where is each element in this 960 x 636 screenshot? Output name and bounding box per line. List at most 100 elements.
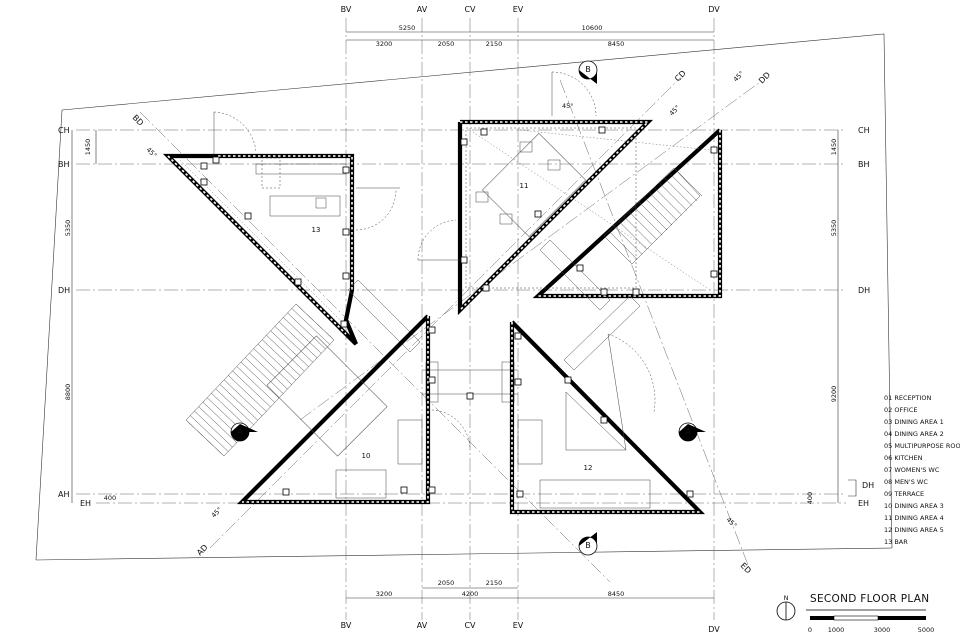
stair-tread bbox=[274, 326, 314, 363]
column bbox=[600, 288, 608, 296]
column bbox=[482, 284, 490, 292]
stair-tread bbox=[648, 192, 678, 221]
dim-bottom-4200: 4200 bbox=[462, 590, 479, 598]
stair-tread bbox=[283, 317, 322, 354]
column bbox=[460, 256, 468, 264]
column bbox=[294, 278, 302, 286]
column bbox=[632, 288, 640, 296]
legend-item: 11 DINING AREA 4 bbox=[884, 514, 944, 522]
scale-label-5000: 5000 bbox=[918, 626, 935, 634]
grid-label-dh-right: DH bbox=[858, 286, 870, 295]
legend-item: 09 TERRACE bbox=[884, 490, 924, 498]
grid-label-bh-left: BH bbox=[58, 160, 70, 169]
section-marker-a-left: A bbox=[230, 422, 258, 442]
column bbox=[480, 128, 488, 136]
stair-tread bbox=[249, 352, 288, 390]
column bbox=[212, 156, 220, 164]
stair-tread bbox=[266, 335, 305, 372]
section-label-b-bottom: B bbox=[585, 541, 591, 550]
stair-tread bbox=[245, 357, 284, 394]
dim-left-8800: 8800 bbox=[64, 384, 72, 401]
grid-label-av-top: AV bbox=[417, 5, 428, 14]
top-dimensions: 5250 10600 3200 2050 2150 8450 bbox=[346, 24, 714, 48]
dim-left-1450: 1450 bbox=[84, 139, 92, 156]
room-label-10: 10 bbox=[362, 452, 371, 460]
column bbox=[342, 166, 350, 174]
scale-label-1000: 1000 bbox=[828, 626, 845, 634]
dim-left-400: 400 bbox=[104, 494, 116, 502]
dim-right-1450: 1450 bbox=[830, 139, 838, 156]
stair-tread bbox=[278, 321, 318, 359]
column bbox=[564, 376, 572, 384]
grid-label-ev-bottom: EV bbox=[513, 621, 524, 630]
stair-tread bbox=[295, 303, 335, 341]
left-dimensions: 1450 5350 8800 400 bbox=[64, 130, 116, 503]
stair-tread bbox=[253, 348, 292, 385]
site-boundary bbox=[35, 33, 893, 561]
column bbox=[600, 416, 608, 424]
angle-label: 45° bbox=[668, 104, 682, 118]
column bbox=[460, 138, 468, 146]
column bbox=[466, 392, 474, 400]
grid-label-dh-left: DH bbox=[58, 286, 70, 295]
stair-tread bbox=[257, 343, 297, 381]
grid-label-cd: CD bbox=[673, 69, 688, 84]
dim-right-5350: 5350 bbox=[830, 220, 838, 237]
dim-bottom-3200: 3200 bbox=[376, 590, 393, 598]
north-label: N bbox=[784, 594, 789, 602]
section-marker-b-top: B bbox=[578, 60, 598, 84]
site-boundary-bottom bbox=[35, 547, 893, 561]
column bbox=[598, 126, 606, 134]
column bbox=[282, 488, 290, 496]
angle-label: 45° bbox=[562, 102, 574, 110]
grid-label-cv-bottom: CV bbox=[464, 621, 476, 630]
section-marker-a-right: A bbox=[678, 422, 706, 442]
stair-tread bbox=[613, 226, 643, 255]
stair-tread bbox=[291, 308, 330, 345]
dim-top-5250: 5250 bbox=[399, 24, 416, 32]
dim-bottom-2150: 2150 bbox=[486, 579, 503, 587]
room-legend: 01 RECEPTION 02 OFFICE 03 DINING AREA 1 … bbox=[884, 394, 960, 546]
column bbox=[576, 264, 584, 272]
column bbox=[428, 486, 436, 494]
stair-tread bbox=[240, 361, 280, 399]
stair-tread bbox=[194, 410, 233, 448]
right-dimensions: 1450 5350 9200 400 bbox=[806, 130, 839, 504]
angle-label: 45° bbox=[725, 516, 739, 530]
legend-item: 01 RECEPTION bbox=[884, 394, 932, 402]
angle-label: 45° bbox=[145, 146, 159, 160]
stair-tread bbox=[219, 384, 259, 421]
stair-tread bbox=[623, 216, 653, 245]
grid-label-ed: ED bbox=[739, 561, 753, 575]
grid-label-dh-right-2: DH bbox=[862, 481, 874, 490]
bottom-dimensions: 2050 2150 3200 4200 8450 bbox=[346, 579, 714, 599]
block-dining-11: 11 bbox=[417, 71, 723, 316]
column bbox=[710, 146, 718, 154]
dim-top-3200: 3200 bbox=[376, 40, 393, 48]
column bbox=[534, 210, 542, 218]
stair-tread bbox=[236, 366, 275, 403]
legend-item: 12 DINING AREA 5 bbox=[884, 526, 944, 534]
stair-tread bbox=[658, 182, 688, 211]
connector-bridges bbox=[347, 239, 641, 403]
legend-item: 07 WOMEN'S WC bbox=[884, 466, 940, 474]
bottom-grid-labels: BV AV CV EV DV bbox=[341, 621, 721, 634]
section-label-a-right: A bbox=[685, 427, 691, 436]
structural-columns bbox=[200, 126, 718, 498]
stair-tread bbox=[653, 187, 683, 216]
right-grid-labels: CH BH DH DH EH bbox=[848, 126, 874, 508]
stair-tread bbox=[223, 379, 263, 417]
legend-item: 10 DINING AREA 3 bbox=[884, 502, 944, 510]
legend-item: 03 DINING AREA 1 bbox=[884, 418, 944, 426]
dim-top-10600: 10600 bbox=[582, 24, 603, 32]
dim-top-2050: 2050 bbox=[438, 40, 455, 48]
grid-label-dv-top: DV bbox=[708, 5, 720, 14]
dim-bottom-8450: 8450 bbox=[608, 590, 625, 598]
stair-tread bbox=[287, 312, 326, 350]
scale-label-3000: 3000 bbox=[874, 626, 891, 634]
dim-top-8450: 8450 bbox=[608, 40, 625, 48]
angle-label: 45° bbox=[210, 506, 224, 520]
grid-label-ah-left: AH bbox=[58, 490, 70, 499]
stair-tread bbox=[673, 167, 703, 197]
